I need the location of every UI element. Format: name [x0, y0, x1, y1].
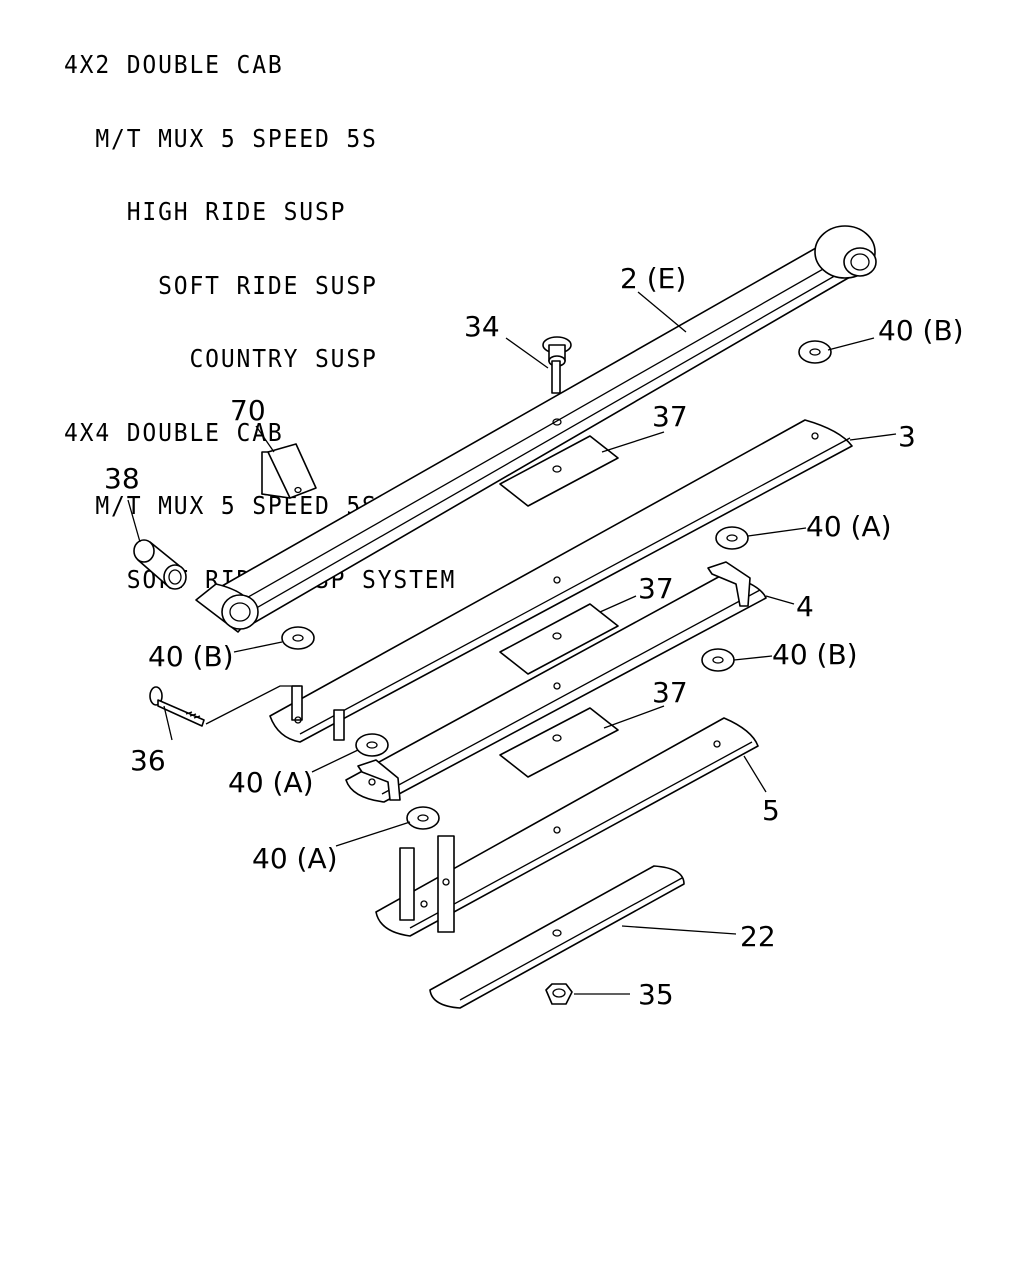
header-line-4: SOFT RIDE SUSP — [64, 270, 378, 300]
callout-5: 5 — [762, 794, 780, 827]
center-bolt-part-34[interactable] — [542, 336, 572, 394]
washer-part-40a-low[interactable] — [406, 806, 440, 830]
callout-40a-right: 40 (A) — [806, 510, 892, 543]
washer-part-40b-top[interactable] — [798, 340, 832, 364]
callout-22: 22 — [740, 920, 776, 953]
header-line-5: COUNTRY SUSP — [64, 344, 378, 373]
bottom-plate-part-22[interactable] — [429, 865, 685, 1009]
washer-part-40a-mid[interactable] — [355, 733, 389, 757]
callout-40b-right: 40 (B) — [772, 638, 858, 671]
callout-4: 4 — [796, 590, 814, 623]
washer-part-40b-right[interactable] — [701, 648, 735, 672]
callout-40b-left: 40 (B) — [148, 640, 234, 673]
callout-36: 36 — [130, 744, 166, 777]
callout-40b-top: 40 (B) — [878, 314, 964, 347]
callout-70: 70 — [230, 394, 266, 427]
header-line-3: HIGH RIDE SUSP — [64, 197, 347, 226]
header-line-6: 4X4 DOUBLE CAB — [64, 417, 284, 447]
callout-3: 3 — [898, 420, 916, 453]
leaf-part-3[interactable] — [269, 419, 853, 743]
callout-37-mid: 37 — [638, 572, 674, 605]
callout-40a-mid: 40 (A) — [228, 766, 314, 799]
callout-37-top: 37 — [652, 400, 688, 433]
header-line-1: 4X2 DOUBLE CAB — [64, 50, 284, 79]
leaf-part-5[interactable] — [375, 717, 759, 937]
nut-part-35[interactable] — [545, 983, 573, 1005]
callout-37-low: 37 — [652, 676, 688, 709]
leader-lines — [127, 291, 897, 995]
bushing-part-38[interactable] — [133, 539, 187, 590]
callout-35: 35 — [638, 978, 674, 1011]
bolt-part-36[interactable] — [149, 686, 205, 727]
callout-40a-low: 40 (A) — [252, 842, 338, 875]
leaf-pad-part-37-top[interactable] — [499, 435, 619, 507]
washer-part-40b-left[interactable] — [281, 626, 315, 650]
leaf-pad-part-37-low[interactable] — [499, 707, 619, 778]
leaf-part-4[interactable] — [345, 561, 767, 803]
callout-38: 38 — [104, 462, 140, 495]
callout-34: 34 — [464, 310, 500, 343]
header-line-2: M/T MUX 5 SPEED 5S — [64, 123, 378, 153]
main-leaf-part-2[interactable] — [195, 225, 877, 633]
washer-part-40a-right[interactable] — [715, 526, 749, 550]
callout-2e: 2 (E) — [620, 262, 686, 295]
bump-stopper-part-70[interactable] — [261, 443, 317, 499]
